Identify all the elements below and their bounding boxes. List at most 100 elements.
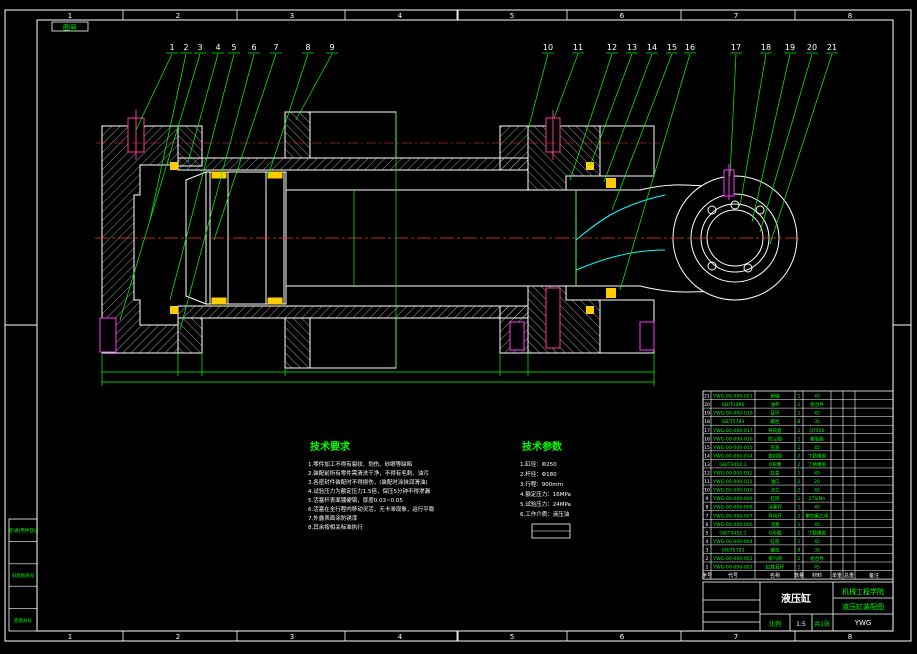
part-number-label: 9 <box>329 43 334 52</box>
grid-marker-bottom: 6 <box>620 633 625 641</box>
part-number-label: 19 <box>785 43 795 52</box>
bom-cell: 活塞 <box>770 521 780 528</box>
bom-cell: 导向套 <box>768 427 782 434</box>
bom-cell: 丁腈橡胶 <box>808 529 827 536</box>
bom-cell: 8 <box>798 419 801 425</box>
bom-cell: 45 <box>814 411 820 417</box>
bom-cell: 4 <box>706 539 709 545</box>
part-number-label: 10 <box>543 43 553 52</box>
bom-cell: 防尘圈 <box>768 435 782 442</box>
bom-cell: 丁腈橡胶 <box>808 452 827 459</box>
bom-cell: 1 <box>798 530 801 536</box>
grid-marker-top: 3 <box>290 12 294 20</box>
bom-cell: 35 <box>814 547 820 553</box>
bom-cell: YWG-00-000-017 <box>712 428 752 434</box>
bom-cell: 1 <box>798 402 801 408</box>
part-number-label: 21 <box>827 43 837 52</box>
bom-header-cell: 名称 <box>770 572 780 579</box>
bom-cell: 排气阀 <box>768 555 782 562</box>
bom-cell: YWG-00-000-012 <box>712 471 752 477</box>
bom-cell: 8 <box>798 547 801 553</box>
bom-cell: GB/T3452.1 <box>719 462 746 468</box>
part-number-label: 14 <box>647 43 657 52</box>
bom-cell: 油杯 <box>770 401 780 408</box>
bom-header-cell: 数量 <box>794 572 804 579</box>
tech-param-line: 6.工作介质：液压油 <box>520 510 570 518</box>
grid-marker-bottom: 5 <box>510 633 514 641</box>
bom-cell: 螺栓 <box>770 546 780 553</box>
part-number-label: 17 <box>731 43 741 52</box>
bom-cell: GB/T5783 <box>722 419 745 425</box>
cylinder-head <box>499 125 529 171</box>
bom-cell: 螺栓 <box>770 418 780 425</box>
grid-marker-bottom: 7 <box>734 633 738 641</box>
bom-cell: 27SiMn <box>809 496 826 502</box>
tech-param-line: 4.额定压力：16MPa <box>520 490 571 498</box>
side-block-label: 旧底图总号 <box>12 572 35 579</box>
bom-cell: 1 <box>798 411 801 417</box>
bom-cell: YWG-00-000-006 <box>712 522 752 528</box>
cylinder-assembly <box>95 53 833 386</box>
bom-cell: 12 <box>704 471 710 477</box>
side-block-label: 底图总号 <box>14 617 32 624</box>
bom-cell: 油口 <box>770 478 780 485</box>
bom-cell: 1 <box>798 522 801 528</box>
tech-param-line: 5.试验压力：24MPa <box>520 500 571 508</box>
bom-cell: YWG-00-000-010 <box>712 488 752 494</box>
grid-marker-top: 4 <box>398 12 403 20</box>
bom-cell: 8 <box>706 505 709 511</box>
grid-marker-bottom: 4 <box>398 633 403 641</box>
bom-cell: 9 <box>706 496 709 502</box>
bom-cell: 销轴 <box>770 393 780 400</box>
bom-cell: 7 <box>706 513 709 519</box>
sheet-count: 共1张 <box>814 620 830 628</box>
grid-marker-top: 1 <box>68 12 72 20</box>
bom-cell: 缸筒 <box>770 495 780 502</box>
title-block <box>702 581 894 632</box>
bom-cell: 5 <box>706 530 709 536</box>
bom-cell: 缸盖 <box>770 470 780 477</box>
tech-requirement-line: 1.零件加工不得有裂纹、划伤、砂眼等缺陷 <box>308 460 412 468</box>
bom-cell: 压盖 <box>770 444 780 451</box>
bom-cell: 1 <box>798 471 801 477</box>
tech-param-line: 3.行程：900mm <box>520 480 563 488</box>
bom-cell: 20 <box>814 479 820 485</box>
bom-cell: 14 <box>704 453 710 459</box>
part-number-label: 7 <box>273 43 278 52</box>
bom-cell: 45 <box>814 488 820 494</box>
bom-cell: O形圈 <box>769 529 782 536</box>
school-name: 机械工程学院 <box>842 587 884 596</box>
grid-marker-bottom: 3 <box>290 633 294 641</box>
bom-cell: 2 <box>798 479 801 485</box>
bom-cell: 13 <box>704 462 710 468</box>
bom-cell: 45 <box>814 565 820 571</box>
bom-cell: 2 <box>798 453 801 459</box>
bom-cell: 2 <box>798 513 801 519</box>
part-number-label: 2 <box>183 43 188 52</box>
bom-cell: YWG-00-000-011 <box>712 479 752 485</box>
tech-param-line: 2.杆径：Φ180 <box>520 470 557 478</box>
tech-requirements: 技术要求 1.零件加工不得有裂纹、划伤、砂眼等缺陷2.装配前所有零件需清洗干净，… <box>308 440 435 531</box>
bom-cell: GB/T5783 <box>722 547 745 553</box>
grid-marker-top: 5 <box>510 12 514 20</box>
bom-cell: 21 <box>704 394 710 400</box>
bom-cell: 导向环 <box>768 512 782 519</box>
scale-label: 比例 <box>769 620 781 628</box>
bom-header-cell: 总重 <box>844 572 854 579</box>
bom-cell: 3 <box>706 547 709 553</box>
bom-header-cell: 代号 <box>728 572 738 579</box>
bom-cell: 1 <box>706 565 709 571</box>
grid-marker-top: 7 <box>734 12 738 20</box>
part-number-label: 8 <box>305 43 310 52</box>
bom-cell: YWG-00-000-008 <box>712 505 752 511</box>
bom-header-cell: 备注 <box>869 572 879 579</box>
bom-cell: 11 <box>704 479 710 485</box>
bom-cell: 18 <box>704 419 710 425</box>
bom-cell: YWG-00-000-015 <box>712 445 752 451</box>
bom-cell: 1 <box>798 394 801 400</box>
bom-cell: 45 <box>814 445 820 451</box>
